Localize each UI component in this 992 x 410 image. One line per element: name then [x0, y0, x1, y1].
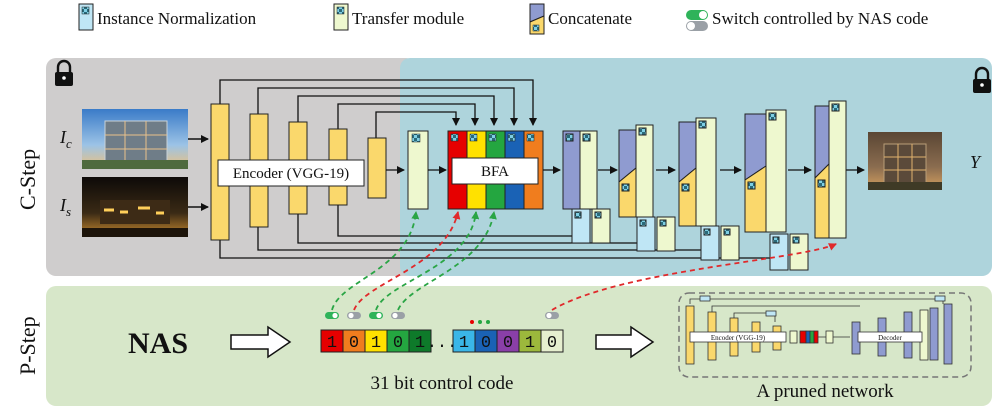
switch-icon: [325, 312, 559, 319]
nas-label: NAS: [128, 327, 188, 360]
code-bit: 0: [393, 334, 403, 353]
decoder-stage: [814, 100, 847, 239]
legend-instance-norm-label: Instance Normalization: [97, 9, 257, 28]
content-input-subscript: c: [66, 136, 72, 151]
code-bit: 1: [415, 334, 425, 353]
code-bit: 0: [349, 334, 359, 353]
content-image: [82, 109, 188, 169]
prune-arrow: [595, 325, 655, 359]
nas-arrow: [230, 325, 292, 359]
pruned-caption: A pruned network: [756, 381, 894, 402]
legend-switch-icon: [686, 10, 708, 31]
pstep-label: P-Step: [15, 316, 40, 375]
legend-concatenate-label: Concatenate: [548, 9, 632, 28]
code-bit: 1: [371, 334, 381, 353]
style-input-label: Is: [59, 195, 71, 219]
mini-encoder-label: Encoder (VGG-19): [711, 334, 766, 342]
legend-instance-norm-icon: [78, 3, 94, 31]
style-input-subscript: s: [66, 204, 71, 219]
code-bit: 1: [327, 334, 337, 353]
code-dots: [470, 320, 490, 324]
decoder-stage: [678, 117, 740, 261]
cstep-label: C-Step: [15, 149, 40, 210]
lock-icon: [973, 66, 991, 93]
transfer-module: [407, 130, 429, 210]
control-arrows: [331, 211, 837, 311]
legend-transfer-module-icon: [333, 3, 349, 31]
code-caption: 31 bit control code: [371, 373, 514, 394]
content-input-label: Ic: [59, 127, 72, 151]
pruned-network-frame: [678, 292, 972, 378]
control-code: [320, 329, 564, 353]
output-image: [868, 132, 942, 190]
code-bit: 0: [481, 334, 491, 353]
legend-transfer-module-label: Transfer module: [352, 9, 464, 28]
code-bit: 1: [459, 334, 469, 353]
mini-decoder-label: Decoder: [878, 334, 902, 342]
decoder-stage: [562, 130, 611, 244]
code-ellipsis: ...: [427, 334, 458, 353]
decoder-stage: [618, 124, 676, 252]
legend-concatenate-icon: [529, 3, 545, 35]
code-bit: 0: [503, 334, 513, 353]
encoder-layer: [367, 137, 387, 199]
legend-switch-label: Switch controlled by NAS code: [712, 9, 928, 28]
pruned-network: [685, 295, 953, 365]
output-label: Y: [970, 152, 982, 172]
bfa-label: BFA: [481, 164, 509, 180]
encoder-box: [217, 159, 365, 187]
style-input-symbol: I: [59, 195, 67, 215]
code-bit: 0: [547, 334, 557, 353]
code-bit: 1: [525, 334, 535, 353]
content-input-symbol: I: [59, 127, 67, 147]
decoder-stage: [744, 109, 809, 271]
style-image: [82, 177, 188, 237]
legend: Instance Normalization Transfer module C…: [78, 3, 928, 35]
encoder-label: Encoder (VGG-19): [233, 166, 349, 182]
lock-icon: [55, 59, 73, 86]
